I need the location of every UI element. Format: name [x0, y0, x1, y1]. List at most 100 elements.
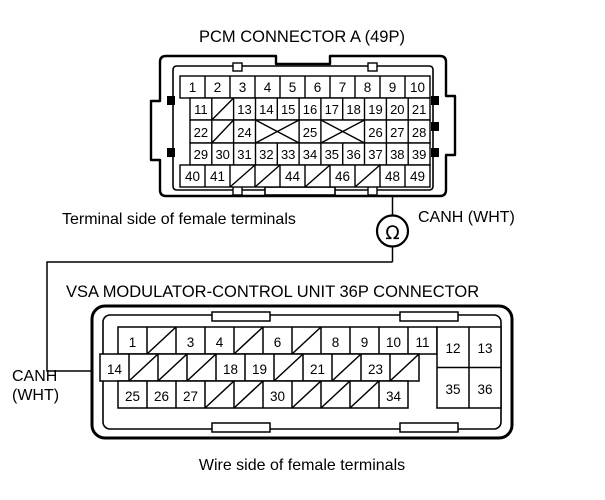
pcm-pin: 4 — [264, 80, 272, 95]
pcm-connector-title: PCM CONNECTOR A (49P) — [199, 28, 405, 46]
ohm-symbol: Ω — [385, 222, 400, 244]
vsa-latch-bar-top-left — [211, 311, 271, 322]
vsa-blank-slash — [146, 326, 177, 355]
pcm-pin: 44 — [285, 169, 301, 184]
vsa-pin-row-3: 25 26 27 30 34 — [117, 380, 409, 409]
pcm-pin: 29 — [194, 147, 208, 162]
pcm-pin-probe: 48 — [385, 169, 400, 184]
vsa-blank-slash — [389, 353, 420, 382]
canh-bottom-label-line2: (WHT) — [12, 387, 59, 404]
pcm-pin: 37 — [368, 147, 382, 162]
vsa-latch-bar-top-right — [399, 311, 459, 322]
pcm-inner-shell — [172, 65, 434, 191]
pcm-pin: 5 — [289, 80, 297, 95]
vsa-blank-slash — [128, 353, 159, 382]
vsa-pin-row-2: 14 18 19 21 23 — [99, 353, 420, 382]
vsa-right-block: 12 13 35 36 — [436, 326, 502, 409]
vsa-pin: 6 — [274, 335, 282, 350]
vsa-pin: 9 — [361, 335, 369, 350]
vsa-caption: Wire side of female terminals — [199, 457, 405, 474]
pcm-pin: 21 — [412, 102, 426, 117]
vsa-pin: 4 — [216, 335, 224, 350]
pcm-latch-tab-top-right — [367, 62, 378, 72]
vsa-pin: 27 — [183, 389, 198, 404]
pcm-blank-slash — [229, 164, 256, 188]
vsa-pin: 18 — [223, 362, 238, 377]
vsa-pin: 12 — [445, 341, 460, 356]
vsa-pin: 35 — [445, 382, 460, 397]
vsa-pin: 34 — [386, 389, 402, 404]
pcm-pin: 13 — [237, 102, 251, 117]
vsa-pin: 8 — [332, 335, 340, 350]
pcm-blank-slash — [354, 164, 381, 188]
pcm-pin-row-4: 29 30 31 32 33 34 35 36 37 38 39 — [189, 142, 431, 166]
pcm-pin: 19 — [368, 102, 382, 117]
pcm-pin: 49 — [410, 169, 425, 184]
pcm-blank-slash — [304, 164, 331, 188]
pcm-side-notch-left-2 — [167, 148, 175, 157]
vsa-blank-slash — [157, 353, 188, 382]
vsa-pin-row-1: 1 3 4 6 8 9 10 11 — [117, 326, 438, 355]
canh-top-label: CANH (WHT) — [418, 209, 515, 226]
pcm-pin: 7 — [339, 80, 347, 95]
vsa-pin: 23 — [368, 362, 383, 377]
pcm-pin: 15 — [281, 102, 295, 117]
pcm-pin: 40 — [185, 169, 200, 184]
canh-bottom-label-line1: CANH — [12, 368, 57, 385]
pcm-pin: 22 — [194, 125, 208, 140]
vsa-blank-slash — [291, 380, 322, 409]
pcm-pin: 6 — [314, 80, 322, 95]
vsa-pin: 11 — [415, 335, 429, 350]
vsa-blank-slash — [233, 380, 264, 409]
vsa-blank-slash — [349, 380, 380, 409]
pcm-pin-row-5: 40 41 44 46 48 49 — [179, 164, 431, 188]
pcm-pin: 14 — [259, 102, 273, 117]
pcm-pin: 36 — [346, 147, 360, 162]
pcm-pin: 38 — [390, 147, 404, 162]
pcm-side-notch-left-1 — [167, 96, 175, 105]
pcm-blank-cross — [255, 119, 300, 144]
vsa-pin: 10 — [386, 335, 401, 350]
vsa-pin: 26 — [154, 389, 169, 404]
pcm-side-notch-right-1 — [431, 96, 439, 105]
vsa-blank-slash — [204, 380, 235, 409]
pcm-pin-row-3: 22 24 25 26 27 28 — [189, 119, 431, 144]
pcm-pin: 2 — [214, 80, 222, 95]
pcm-pin: 18 — [346, 102, 360, 117]
pcm-pin: 28 — [412, 125, 426, 140]
pcm-pin: 24 — [237, 125, 251, 140]
canh-wire-path — [46, 261, 393, 372]
pcm-pin: 41 — [210, 169, 225, 184]
pcm-blank-slash — [211, 119, 235, 144]
pcm-blank-cross — [320, 119, 365, 144]
pcm-pin: 46 — [335, 169, 350, 184]
pcm-pin: 27 — [390, 125, 404, 140]
vsa-blank-slash — [331, 353, 362, 382]
pcm-pin: 26 — [368, 125, 382, 140]
pcm-side-notch-right-2 — [431, 122, 439, 131]
pcm-pin: 8 — [364, 80, 372, 95]
vsa-blank-slash — [273, 353, 304, 382]
pcm-pin: 17 — [325, 102, 339, 117]
vsa-blank-slash — [233, 326, 264, 355]
pcm-blank-slash — [254, 164, 281, 188]
vsa-pin: 1 — [129, 335, 137, 350]
vsa-pin: 21 — [310, 362, 325, 377]
vsa-pin: 30 — [270, 389, 285, 404]
vsa-pin: 25 — [125, 389, 140, 404]
vsa-blank-slash — [186, 353, 217, 382]
pcm-pin: 39 — [412, 147, 426, 162]
vsa-connector-title: VSA MODULATOR-CONTROL UNIT 36P CONNECTOR — [66, 283, 479, 301]
pcm-pin: 25 — [303, 125, 317, 140]
pcm-pin: 35 — [325, 147, 339, 162]
pcm-pin-row-1: 1 2 3 4 5 6 7 8 9 10 — [179, 75, 431, 99]
pcm-pin: 34 — [303, 147, 317, 162]
vsa-blank-slash — [320, 380, 351, 409]
vsa-pin: 19 — [252, 362, 267, 377]
pcm-pin: 30 — [215, 147, 229, 162]
pcm-blank-slash — [211, 97, 235, 121]
vsa-latch-bar-bottom-right — [399, 422, 459, 433]
vsa-blank-slash — [291, 326, 322, 355]
